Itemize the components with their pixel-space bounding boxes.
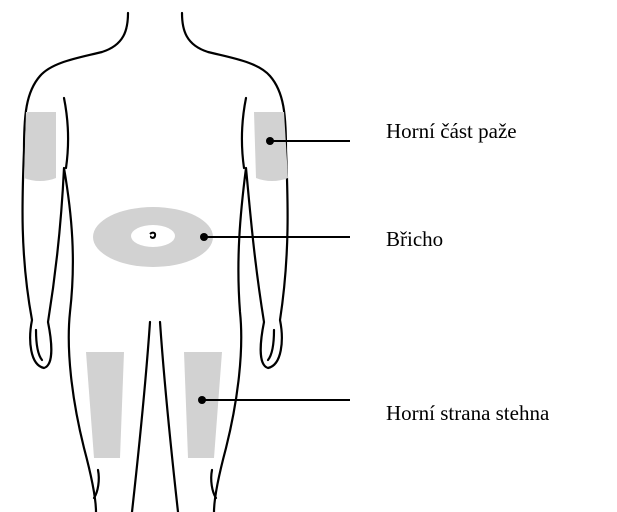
armpit-right bbox=[242, 98, 246, 168]
zone-thigh-left bbox=[86, 352, 124, 458]
inner-leg-right bbox=[160, 322, 178, 512]
inner-leg-left bbox=[132, 322, 150, 512]
hand-right bbox=[268, 330, 274, 360]
label-abdomen: Břicho bbox=[386, 229, 443, 250]
dot-abdomen bbox=[200, 233, 208, 241]
zone-upper-arm-left bbox=[24, 112, 56, 181]
label-thigh: Horní strana stehna bbox=[386, 403, 549, 424]
zone-upper-arm-right bbox=[254, 112, 288, 181]
hand-left bbox=[36, 330, 42, 360]
dot-thigh bbox=[198, 396, 206, 404]
zone-thigh-right bbox=[184, 352, 222, 458]
label-upper-arm: Horní část paže bbox=[386, 121, 517, 142]
dot-upper-arm bbox=[266, 137, 274, 145]
armpit-left bbox=[64, 98, 68, 168]
